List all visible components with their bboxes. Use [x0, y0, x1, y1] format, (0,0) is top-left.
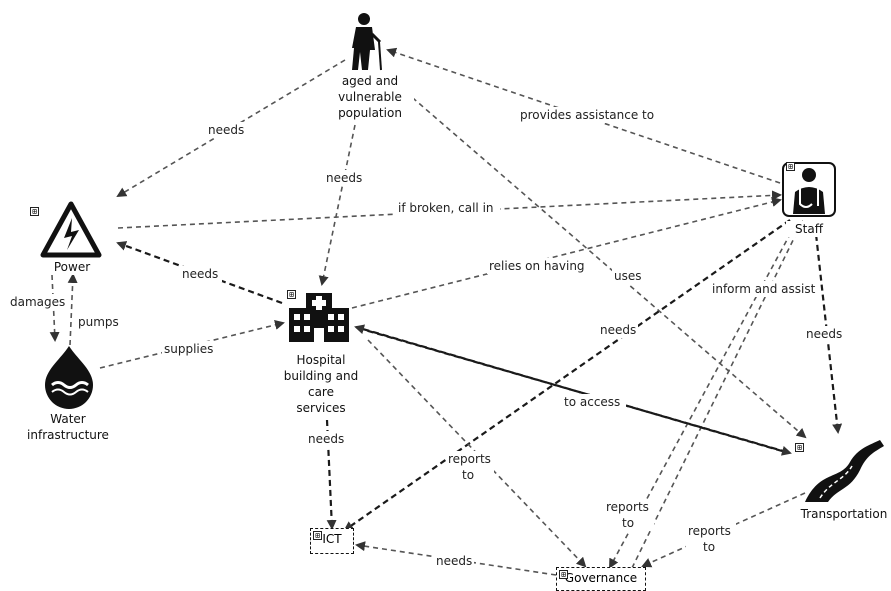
expand-governance-marker[interactable]: ⊞: [559, 570, 568, 579]
node-transport-label[interactable]: Transportation: [798, 506, 890, 522]
hospital-label-line-2: building and: [283, 369, 359, 383]
road-icon: [805, 440, 884, 502]
doctor-icon: [782, 162, 836, 217]
label-staff-ict: needs: [600, 323, 636, 337]
edge-power-water: [49, 274, 60, 342]
hospital-label-line-3: care: [307, 385, 334, 399]
water-label-line-2: infrastructure: [27, 428, 109, 442]
label-staff-aged: provides assistance to: [520, 108, 654, 122]
label-hospital-power: needs: [182, 267, 218, 281]
edge-transport-governance: [641, 492, 806, 568]
label-staff-governance: inform and assist: [712, 282, 816, 296]
edge-hospital-transport: [357, 326, 792, 456]
edge-transport-hospital: [354, 324, 783, 453]
expand-ict-marker[interactable]: ⊞: [313, 531, 322, 540]
label-hospital-governance-1: reports: [448, 452, 491, 466]
node-staff-label[interactable]: Staff: [786, 221, 832, 237]
edge-staff-aged: [386, 47, 781, 184]
high-voltage-icon: [40, 201, 102, 258]
edge-labels: needs needs provides assistance to if br…: [8, 107, 844, 569]
node-hospital-label[interactable]: Hospital building and care services: [276, 352, 366, 416]
edge-governance-staff: [631, 220, 803, 569]
expand-hospital-marker[interactable]: ⊞: [287, 290, 296, 299]
water-drop-icon: [45, 346, 93, 409]
hospital-label-line-4: services: [296, 401, 346, 415]
label-governance-staff-1: reports: [606, 500, 649, 514]
edge-aged-transport: [391, 79, 807, 439]
label-power-staff: if broken, call in: [398, 201, 494, 215]
edge-hospital-ict: [325, 419, 337, 530]
label-staff-transport: needs: [806, 327, 842, 341]
label-transport-governance-2: to: [703, 540, 715, 554]
water-label-line-1: Water: [50, 412, 86, 426]
label-governance-ict: needs: [436, 554, 472, 568]
aged-label-line-1: aged and: [341, 74, 399, 88]
label-hospital-ict: needs: [308, 432, 344, 446]
label-hospital-governance-2: to: [462, 468, 474, 482]
expand-power-marker[interactable]: ⊞: [30, 207, 39, 216]
edge-staff-ict: [343, 219, 791, 532]
ict-label: ICT: [322, 532, 342, 546]
label-aged-power: needs: [208, 123, 244, 137]
edge-aged-power: [116, 59, 346, 198]
node-governance[interactable]: Governance: [556, 567, 646, 591]
label-governance-staff-2: to: [622, 516, 634, 530]
edge-water-power: [67, 273, 78, 346]
label-aged-hospital: needs: [326, 171, 362, 185]
edge-hospital-power: [116, 241, 283, 305]
expand-staff-marker[interactable]: ⊞: [786, 162, 795, 171]
label-water-pumps: pumps: [78, 315, 119, 329]
node-water-label[interactable]: Water infrastructure: [14, 411, 122, 443]
label-water-hospital: supplies: [164, 342, 213, 356]
edge-power-staff: [117, 190, 782, 229]
elderly-person-icon: [352, 13, 382, 71]
aged-label-line-3: population: [338, 106, 402, 120]
label-aged-transport: uses: [614, 269, 642, 283]
expand-transport-marker[interactable]: ⊞: [795, 443, 804, 452]
governance-label: Governance: [564, 571, 638, 585]
edge-hospital-staff: [351, 197, 782, 309]
aged-label-line-2: vulnerable: [338, 90, 402, 104]
node-power-label[interactable]: Power: [42, 259, 102, 275]
label-hospital-staff: relies on having: [489, 259, 585, 273]
edge-aged-hospital: [318, 124, 356, 286]
label-power-water: damages: [10, 295, 65, 309]
label-transport-governance-1: reports: [688, 524, 731, 538]
label-hospital-transport: to access: [564, 395, 620, 409]
node-aged-label[interactable]: aged and vulnerable population: [326, 73, 414, 121]
hospital-icon: [289, 293, 349, 342]
hospital-label-line-1: Hospital: [296, 353, 346, 367]
